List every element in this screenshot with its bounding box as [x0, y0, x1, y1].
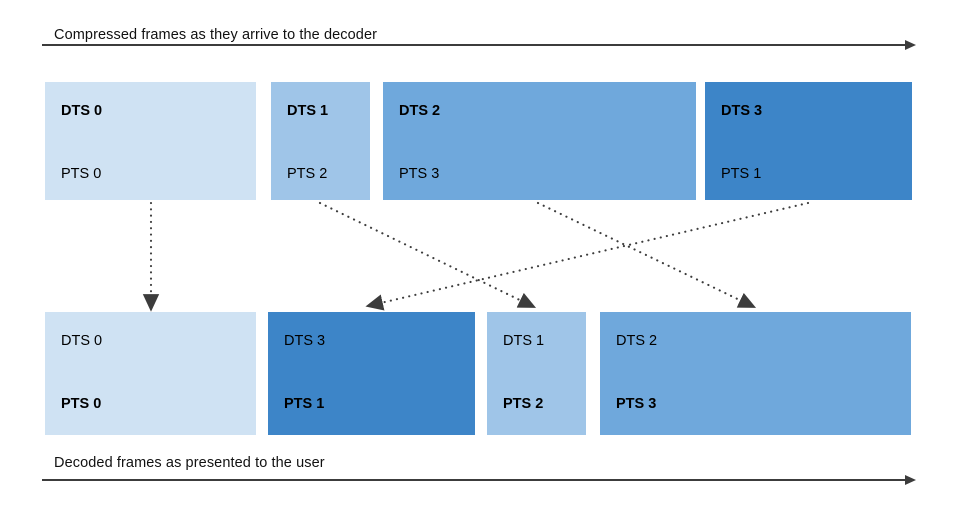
- frame-pts-label: PTS 2: [503, 396, 544, 412]
- compressed-frame-0[interactable]: DTS 0 PTS 0: [45, 82, 256, 200]
- connector-dts1-to-pts2: [318, 201, 537, 308]
- bottom-axis-line: [42, 479, 910, 481]
- decoded-frame-2[interactable]: DTS 1 PTS 2: [487, 312, 586, 435]
- frame-dts-label: DTS 2: [399, 103, 441, 119]
- top-axis-arrowhead: [905, 40, 916, 50]
- frame-pts-label: PTS 0: [61, 166, 102, 182]
- frame-dts-label: DTS 1: [503, 333, 545, 349]
- frame-dts-label: DTS 0: [61, 333, 103, 349]
- connector-dts2-to-pts3: [536, 201, 757, 308]
- frame-pts-label: PTS 3: [399, 166, 440, 182]
- compressed-frame-3[interactable]: DTS 3 PTS 1: [705, 82, 912, 200]
- decoded-frame-3[interactable]: DTS 2 PTS 3: [600, 312, 911, 435]
- compressed-frame-2[interactable]: DTS 2 PTS 3: [383, 82, 696, 200]
- compressed-frame-1[interactable]: DTS 1 PTS 2: [271, 82, 370, 200]
- frame-pts-label: PTS 1: [284, 396, 325, 412]
- frame-dts-label: DTS 2: [616, 333, 658, 349]
- top-row-caption: Compressed frames as they arrive to the …: [54, 27, 378, 43]
- frame-dts-label: DTS 0: [61, 103, 103, 119]
- frame-pts-label: PTS 1: [721, 166, 762, 182]
- frame-pts-label: PTS 2: [287, 166, 328, 182]
- decoded-frame-0[interactable]: DTS 0 PTS 0: [45, 312, 256, 435]
- top-axis-line: [42, 44, 910, 46]
- frame-dts-label: DTS 3: [284, 333, 326, 349]
- connector-dts3-to-pts1: [365, 201, 810, 311]
- bottom-axis-arrowhead: [905, 475, 916, 485]
- frame-dts-label: DTS 1: [287, 103, 329, 119]
- bottom-row-caption: Decoded frames as presented to the user: [54, 455, 325, 471]
- decoded-frame-1[interactable]: DTS 3 PTS 1: [268, 312, 475, 435]
- frame-pts-label: PTS 3: [616, 396, 657, 412]
- frame-pts-label: PTS 0: [61, 396, 102, 412]
- frame-dts-label: DTS 3: [721, 103, 763, 119]
